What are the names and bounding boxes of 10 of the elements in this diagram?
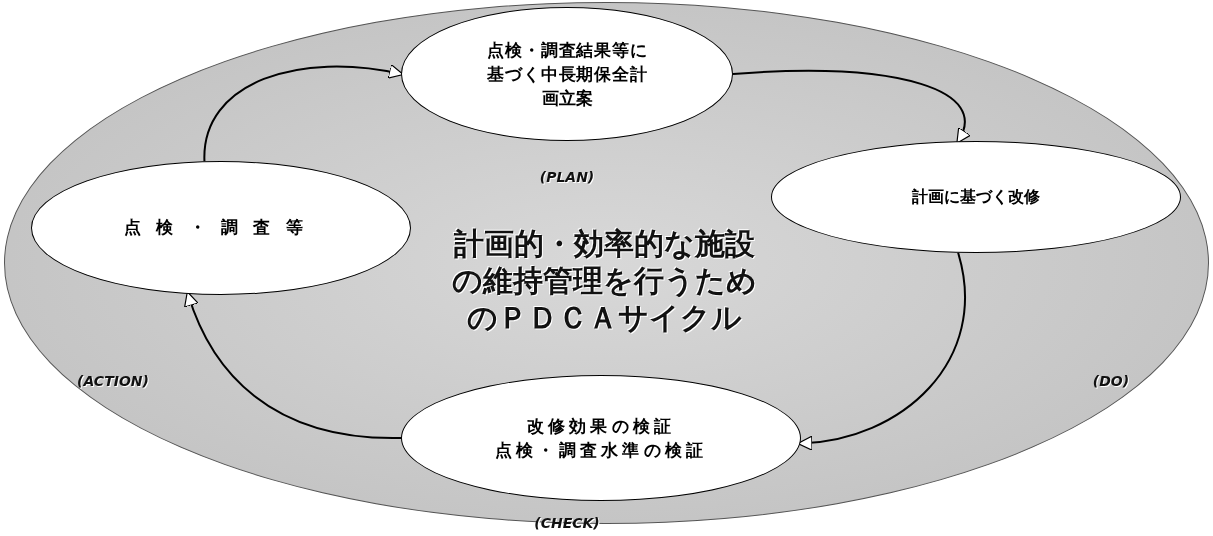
step-text: 点検・調査水準の検証 [494, 439, 708, 462]
step-text: 計画に基づく改修 [912, 186, 1040, 208]
phase-label: (ACTION) [77, 372, 149, 391]
phase-label: (DO) [1092, 372, 1130, 391]
step-text: 改修効果の検証 [526, 415, 676, 438]
cycle-title: 計画的・効率的な施設の維持管理を行うためのＰＤＣＡサイクル [450, 225, 758, 336]
phase-label: (PLAN) [539, 168, 595, 187]
step-text: 点検・調査結果等に基づく中長期保全計画立案 [487, 39, 647, 110]
step-text: 点検・調査等 [124, 216, 318, 240]
phase-label: (CHECK) [534, 514, 600, 533]
